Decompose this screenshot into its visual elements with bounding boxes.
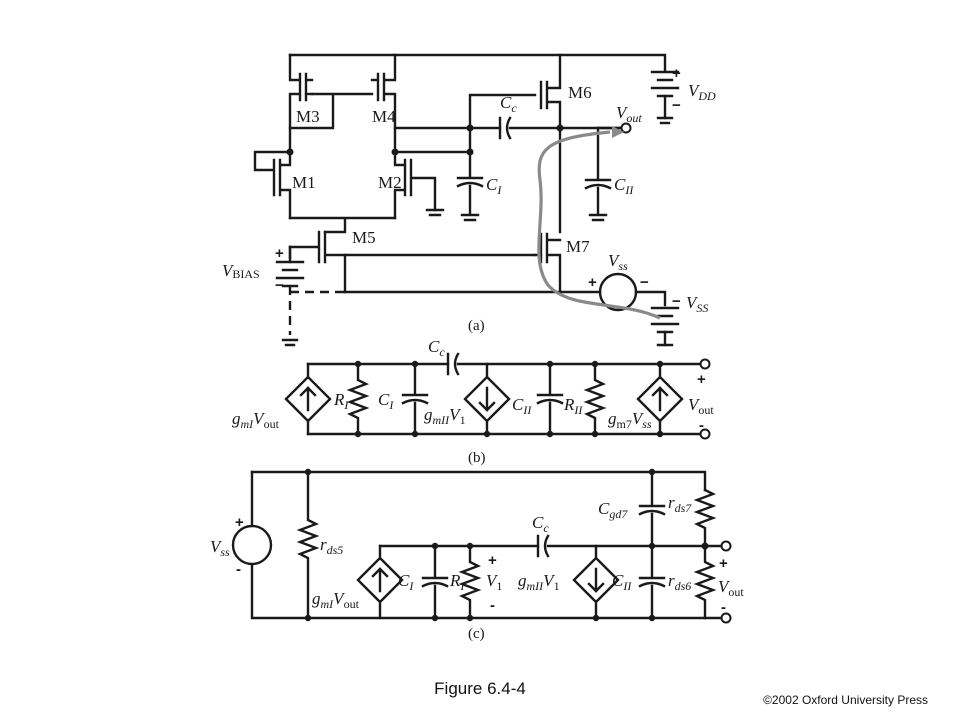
resistor-rds6 bbox=[693, 544, 717, 620]
arrowhead-icon bbox=[612, 126, 624, 138]
vss-minus-c: - bbox=[236, 561, 241, 578]
label-ri-b: RI bbox=[333, 390, 349, 412]
capacitor-ci-c bbox=[421, 544, 449, 620]
vss-source-plus: + bbox=[588, 274, 597, 291]
label-ci-b: CI bbox=[378, 390, 394, 412]
label-cc-c: Cc bbox=[532, 513, 549, 535]
label-m5: M5 bbox=[352, 228, 376, 247]
label-gmii-c: gmIIV1 bbox=[518, 571, 560, 593]
label-m2: M2 bbox=[378, 173, 402, 192]
vbias-battery bbox=[275, 245, 305, 288]
capacitor-cii-c bbox=[638, 544, 666, 620]
panel-b-small-signal: Cc gmIVout RI CI gmIIV1 CII RII gm7Vss V… bbox=[232, 337, 714, 466]
label-cii-c: CII bbox=[612, 571, 632, 593]
transistor-m4 bbox=[370, 53, 397, 154]
label-vss-source: Vss bbox=[608, 251, 628, 273]
label-v1-c: V1 bbox=[486, 571, 502, 593]
label-cii-a: CII bbox=[614, 175, 634, 197]
label-cgd7: Cgd7 bbox=[598, 499, 628, 521]
resistor-rds7 bbox=[693, 488, 717, 548]
transistor-m1 bbox=[253, 150, 292, 220]
label-m3: M3 bbox=[296, 107, 320, 126]
vbias-plus: + bbox=[275, 245, 284, 262]
caption-c: (c) bbox=[468, 626, 485, 642]
label-vss-c: Vss bbox=[210, 537, 230, 559]
vss-source-minus: − bbox=[640, 274, 649, 291]
label-ri-c: RI bbox=[449, 571, 465, 593]
label-cc-b: Cc bbox=[428, 337, 445, 359]
label-rds6: rds6 bbox=[668, 571, 691, 593]
v1-minus-c: - bbox=[490, 597, 495, 614]
label-rds5: rds5 bbox=[320, 535, 343, 557]
label-gmi-c: gmIVout bbox=[312, 589, 360, 611]
transistor-m2 bbox=[393, 150, 445, 220]
caption-a: (a) bbox=[468, 318, 485, 334]
label-m4: M4 bbox=[372, 107, 396, 126]
label-m1: M1 bbox=[292, 173, 316, 192]
vdd-battery bbox=[650, 70, 680, 125]
resistor-rii bbox=[583, 362, 607, 436]
transistor-m6 bbox=[468, 53, 562, 130]
label-vbias: VBIAS bbox=[222, 261, 260, 281]
signal-path-arrow bbox=[537, 130, 661, 320]
vout-terminal-a bbox=[620, 122, 632, 134]
resistor-rds5 bbox=[296, 470, 320, 620]
figure-title: Figure 6.4-4 bbox=[434, 679, 526, 698]
panel-c-small-signal: Vss + - rds5 gmIVout CI RI V1 + - Cc gmI… bbox=[210, 468, 744, 642]
vbias-minus: − bbox=[275, 277, 284, 294]
vout-plus-b: + bbox=[697, 371, 706, 388]
vout-minus-terminal-c bbox=[720, 612, 732, 624]
caption-b: (b) bbox=[468, 450, 486, 466]
label-rii-b: RII bbox=[563, 395, 583, 417]
transistor-m3 bbox=[288, 53, 314, 154]
label-gmi-b: gmIVout bbox=[232, 409, 280, 431]
dependent-source-gmii bbox=[463, 362, 511, 436]
capacitor-cgd7 bbox=[638, 470, 666, 548]
label-m6: M6 bbox=[568, 83, 592, 102]
label-ci-c: CI bbox=[398, 571, 414, 593]
label-cc-a: Cc bbox=[500, 93, 517, 115]
vss-source-c bbox=[231, 524, 273, 566]
vout-minus-c: - bbox=[721, 599, 726, 616]
vout-plus-terminal-c bbox=[720, 540, 732, 552]
vdd-plus: + bbox=[672, 65, 681, 82]
label-rds7: rds7 bbox=[668, 493, 692, 515]
vss-battery bbox=[650, 306, 680, 347]
dependent-source-gmi bbox=[284, 362, 332, 436]
dependent-source-gmi-c bbox=[356, 544, 404, 620]
vout-minus-terminal-b bbox=[699, 428, 711, 440]
capacitor-ci-b bbox=[401, 362, 429, 436]
vdd-minus: − bbox=[672, 97, 681, 114]
transistor-m5 bbox=[288, 230, 347, 294]
resistor-ri-c bbox=[458, 544, 482, 620]
label-vout-c: Vout bbox=[718, 577, 744, 599]
vout-minus-b: - bbox=[699, 417, 704, 434]
label-cii-b: CII bbox=[512, 395, 532, 417]
vss-source bbox=[598, 272, 638, 312]
vout-plus-c: + bbox=[719, 555, 728, 572]
label-ci-a: CI bbox=[486, 175, 502, 197]
capacitor-cii-b bbox=[536, 362, 564, 436]
label-vout-b: Vout bbox=[688, 395, 714, 417]
v1-plus-c: + bbox=[488, 552, 497, 569]
label-gmii-b: gmIIV1 bbox=[424, 405, 466, 427]
label-vss: VSS bbox=[686, 293, 708, 315]
label-m7: M7 bbox=[566, 237, 590, 256]
copyright-notice: ©2002 Oxford University Press bbox=[763, 693, 928, 707]
vout-plus-terminal-b bbox=[699, 358, 711, 370]
resistor-ri bbox=[346, 362, 370, 436]
label-gm7-b: gm7Vss bbox=[608, 409, 652, 431]
label-vdd: VDD bbox=[688, 81, 716, 103]
vss-plus-c: + bbox=[235, 514, 244, 531]
label-vout-a: Vout bbox=[616, 103, 642, 125]
panel-a-schematic: M3 M4 M6 M1 M2 M5 M7 Cc CI CII VDD Vout … bbox=[222, 53, 716, 347]
vss-minus: − bbox=[672, 293, 681, 310]
